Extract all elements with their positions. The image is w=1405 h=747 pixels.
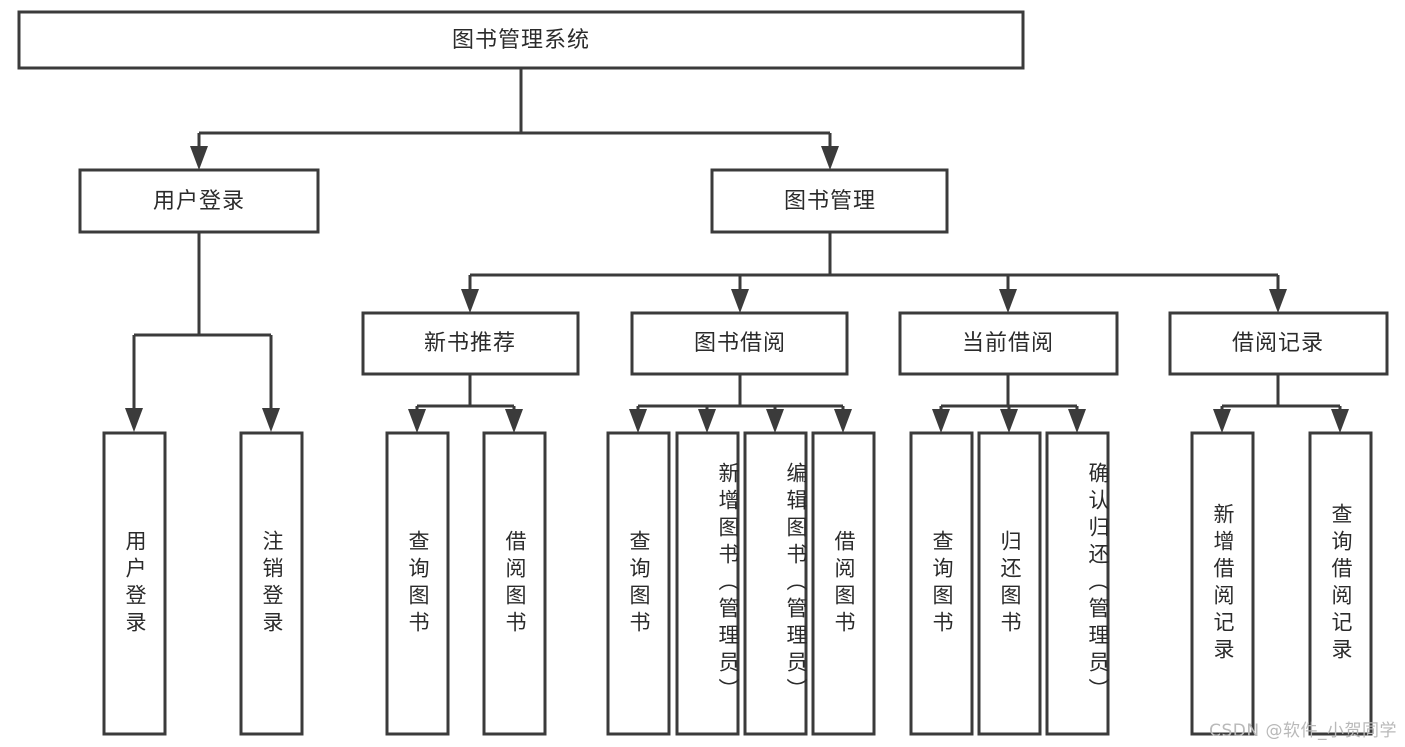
arrowhead-leaf-query-book-2 <box>629 409 647 433</box>
edge-layer <box>125 68 1349 433</box>
arrowhead-leaf-user-login <box>125 408 143 432</box>
leaf-box-query-book-3[interactable] <box>909 431 974 736</box>
leaf-box-return-book[interactable] <box>977 431 1042 736</box>
arrowhead-leaf-confirm-return <box>1068 409 1086 433</box>
arrowhead-leaf-borrow-book-1 <box>505 409 523 433</box>
node-new-book-recommend-label: 新书推荐 <box>424 331 516 356</box>
node-user-login-label: 用户登录 <box>153 189 245 214</box>
leaf-box-borrow-book-2[interactable] <box>811 431 876 736</box>
leaf-layer <box>102 431 1373 736</box>
node-book-borrow[interactable]: 图书借阅 <box>630 311 849 376</box>
leaf-box-query-record[interactable] <box>1308 431 1373 736</box>
arrowhead-leaf-query-record <box>1331 409 1349 433</box>
node-book-management-label: 图书管理 <box>784 189 876 214</box>
leaf-box-edit-book[interactable] <box>743 431 808 736</box>
arrowhead-book-borrow <box>731 289 749 313</box>
node-layer: 图书管理系统 用户登录 图书管理 新书推荐 图书借阅 当前借阅 借阅记录 <box>17 10 1389 736</box>
arrowhead-user-login <box>190 146 208 170</box>
node-book-management[interactable]: 图书管理 <box>710 168 949 234</box>
leaf-box-add-book[interactable] <box>675 431 740 736</box>
arrowhead-borrow-record <box>1269 289 1287 313</box>
arrowhead-leaf-query-book-3 <box>932 409 950 433</box>
leaf-box-add-record[interactable] <box>1190 431 1255 736</box>
leaf-box-query-book-2[interactable] <box>606 431 671 736</box>
node-root[interactable]: 图书管理系统 <box>17 10 1025 70</box>
node-root-label: 图书管理系统 <box>452 28 590 53</box>
leaf-box-query-book-1[interactable] <box>385 431 450 736</box>
arrowhead-new-book-recommend <box>461 289 479 313</box>
arrowhead-leaf-logout <box>262 408 280 432</box>
arrowhead-book-management <box>821 146 839 170</box>
node-borrow-record[interactable]: 借阅记录 <box>1168 311 1389 376</box>
arrowhead-leaf-edit-book <box>766 409 784 433</box>
leaf-box-borrow-book-1[interactable] <box>482 431 547 736</box>
node-current-borrow-label: 当前借阅 <box>962 331 1054 356</box>
leaf-box-confirm-return[interactable] <box>1045 431 1110 736</box>
arrowhead-leaf-query-book-1 <box>408 409 426 433</box>
arrowhead-leaf-add-record <box>1213 409 1231 433</box>
arrowhead-leaf-add-book <box>698 409 716 433</box>
node-book-borrow-label: 图书借阅 <box>694 331 786 356</box>
arrowhead-leaf-borrow-book-2 <box>834 409 852 433</box>
node-new-book-recommend[interactable]: 新书推荐 <box>361 311 580 376</box>
arrowhead-current-borrow <box>999 289 1017 313</box>
arrowhead-leaf-return-book <box>1000 409 1018 433</box>
leaf-box-user-login[interactable] <box>102 431 167 736</box>
leaf-box-logout[interactable] <box>239 431 304 736</box>
node-user-login[interactable]: 用户登录 <box>78 168 320 234</box>
csdn-watermark: CSDN @软件_小贺同学 <box>1209 721 1397 741</box>
node-current-borrow[interactable]: 当前借阅 <box>898 311 1119 376</box>
node-borrow-record-label: 借阅记录 <box>1232 331 1324 356</box>
